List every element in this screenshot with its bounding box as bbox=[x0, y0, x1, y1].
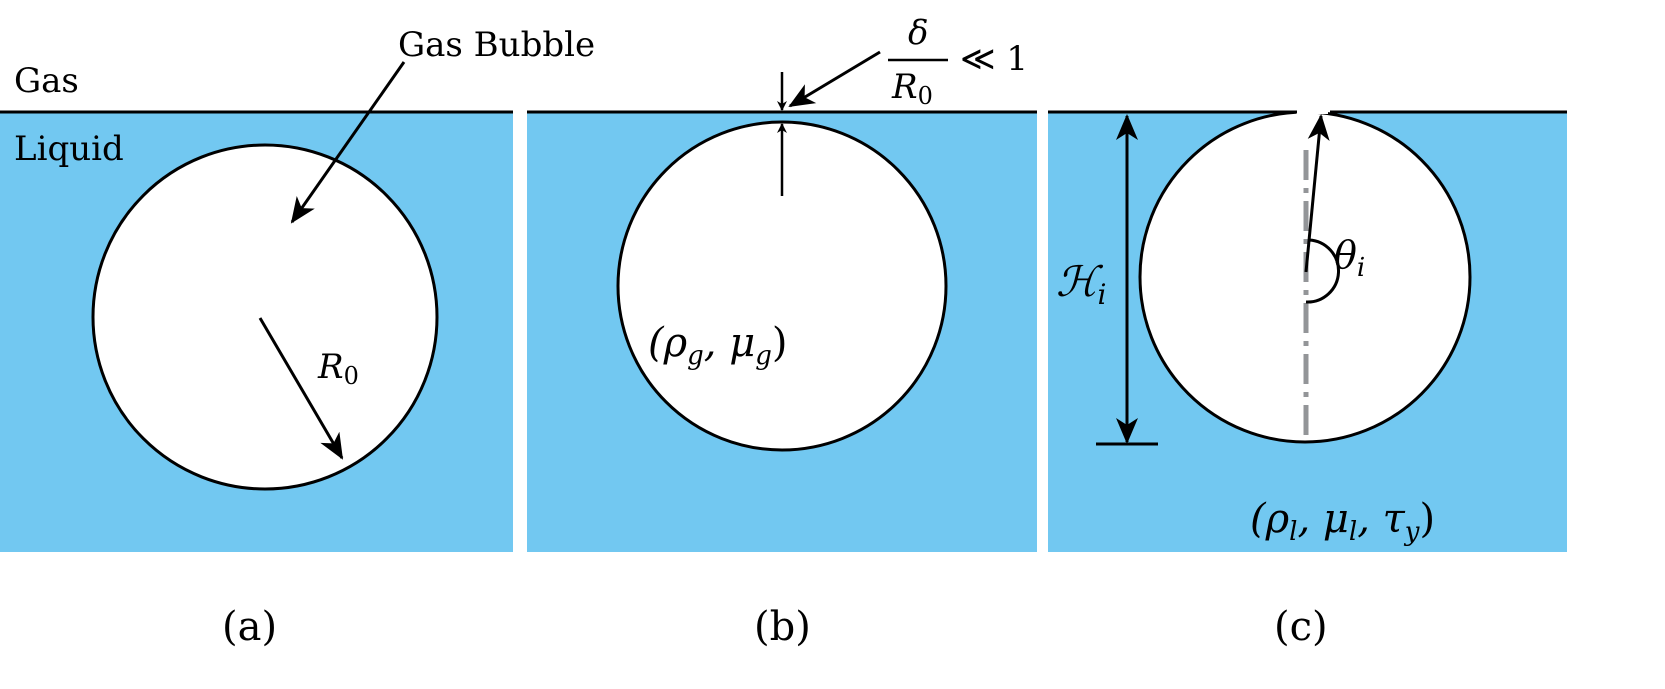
radius-label: R0 bbox=[317, 347, 359, 390]
liquid-label: Liquid bbox=[14, 129, 124, 169]
r0-label: R0 bbox=[891, 67, 933, 110]
caption-b: (b) bbox=[754, 604, 811, 650]
gas-label: Gas bbox=[14, 61, 79, 101]
panel-a: Gas Liquid Gas Bubble R0 (a) bbox=[0, 25, 595, 650]
panel-c: ℋi θi (ρl, μl, τy) (c) bbox=[1048, 100, 1567, 650]
caption-a: (a) bbox=[222, 604, 277, 650]
gas-properties: (ρg, μg) bbox=[648, 320, 787, 371]
radius-arrow bbox=[258, 317, 344, 460]
gas-bubble bbox=[91, 143, 439, 491]
rupture-gap bbox=[1296, 100, 1328, 114]
delta-label: δ bbox=[908, 13, 928, 53]
angle-label: θi bbox=[1334, 233, 1365, 283]
angle-arc bbox=[1305, 238, 1340, 304]
film-pointer-arrow bbox=[788, 50, 881, 108]
gas-bubble-label: Gas Bubble bbox=[398, 25, 595, 65]
bubble-pointer-arrow bbox=[290, 61, 406, 224]
caption-c: (c) bbox=[1274, 604, 1328, 650]
angle-arrow bbox=[1304, 114, 1330, 273]
liquid-properties: (ρl, μl, τy) bbox=[1250, 496, 1435, 547]
panel-b: δ R0 ≪ 1 (ρg, μg) (b) bbox=[527, 13, 1037, 650]
much-less-label: ≪ 1 bbox=[960, 39, 1028, 79]
height-label: ℋi bbox=[1056, 257, 1106, 311]
gas-bubble bbox=[616, 120, 948, 452]
